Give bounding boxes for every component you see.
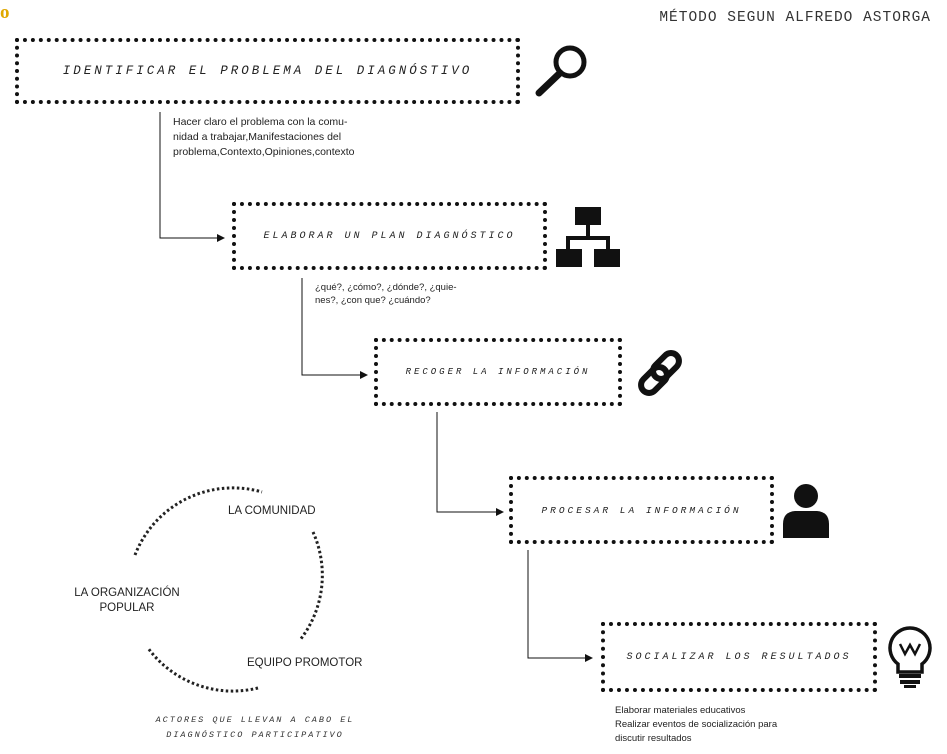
actor-comunidad: LA COMUNIDAD [228, 505, 316, 517]
chain-link-icon [638, 350, 682, 396]
page-title: MÉTODO SEGUN ALFREDO ASTORGA [659, 10, 931, 26]
cycle-caption-line: DIAGNÓSTICO PARTICIPATIVO [166, 730, 344, 740]
step-identify-label: IDENTIFICAR EL PROBLEMA DEL DIAGNÓSTIVO [62, 64, 473, 78]
step-plan-label: ELABORAR UN PLAN DIAGNÓSTICO [263, 230, 516, 242]
step-plan-box: ELABORAR UN PLAN DIAGNÓSTICO [232, 202, 547, 270]
connector-2-3 [301, 278, 368, 379]
note-step5: Elaborar materiales educativos Realizar … [615, 704, 915, 746]
sitemap-icon [556, 207, 620, 267]
connector-4-5 [527, 550, 593, 662]
connector-1-2 [159, 112, 225, 242]
step-socialize-label: SOCIALIZAR LOS RESULTADOS [626, 651, 852, 663]
note-step5-line: Elaborar materiales educativos [615, 705, 746, 716]
cycle-caption: ACTORES QUE LLEVAN A CABO EL DIAGNÓSTICO… [95, 713, 415, 743]
step-identify-box: IDENTIFICAR EL PROBLEMA DEL DIAGNÓSTIVO [15, 38, 520, 104]
user-icon [783, 484, 829, 538]
step-socialize-box: SOCIALIZAR LOS RESULTADOS [601, 622, 877, 692]
note-step5-line: discutir resultados [615, 733, 692, 744]
cycle-arc-bottom [146, 647, 259, 693]
magnifier-icon [535, 45, 587, 97]
cycle-caption-line: ACTORES QUE LLEVAN A CABO EL [155, 715, 355, 725]
cycle-arc-right [298, 531, 324, 641]
step-process-label: PROCESAR LA INFORMACIÓN [541, 504, 742, 516]
note-step1: Hacer claro el problema con la comu- nid… [173, 115, 473, 160]
connector-3-4 [436, 412, 504, 516]
note-step1-line: Hacer claro el problema con la comu- [173, 116, 348, 128]
actor-organizacion: LA ORGANIZACIÓN POPULAR [74, 587, 180, 614]
lightbulb-icon [888, 626, 932, 688]
note-step5-line: Realizar eventos de socialización para [615, 719, 778, 730]
note-step1-line: nidad a trabajar,Manifestaciones del [173, 131, 342, 143]
corner-mark: o [0, 2, 10, 23]
note-step2-line: nes?, ¿con que? ¿cuándo? [315, 295, 431, 306]
step-collect-box: RECOGER LA INFORMACIÓN [374, 338, 622, 406]
note-step2: ¿qué?, ¿cómo?, ¿dónde?, ¿quie- nes?, ¿co… [315, 281, 565, 307]
step-process-box: PROCESAR LA INFORMACIÓN [509, 476, 774, 544]
cycle-arc-top [133, 486, 263, 556]
actor-equipo: EQUIPO PROMOTOR [247, 657, 363, 669]
step-collect-label: RECOGER LA INFORMACIÓN [405, 367, 591, 377]
note-step2-line: ¿qué?, ¿cómo?, ¿dónde?, ¿quie- [315, 282, 457, 293]
note-step1-line: problema,Contexto,Opiniones,contexto [173, 146, 355, 158]
